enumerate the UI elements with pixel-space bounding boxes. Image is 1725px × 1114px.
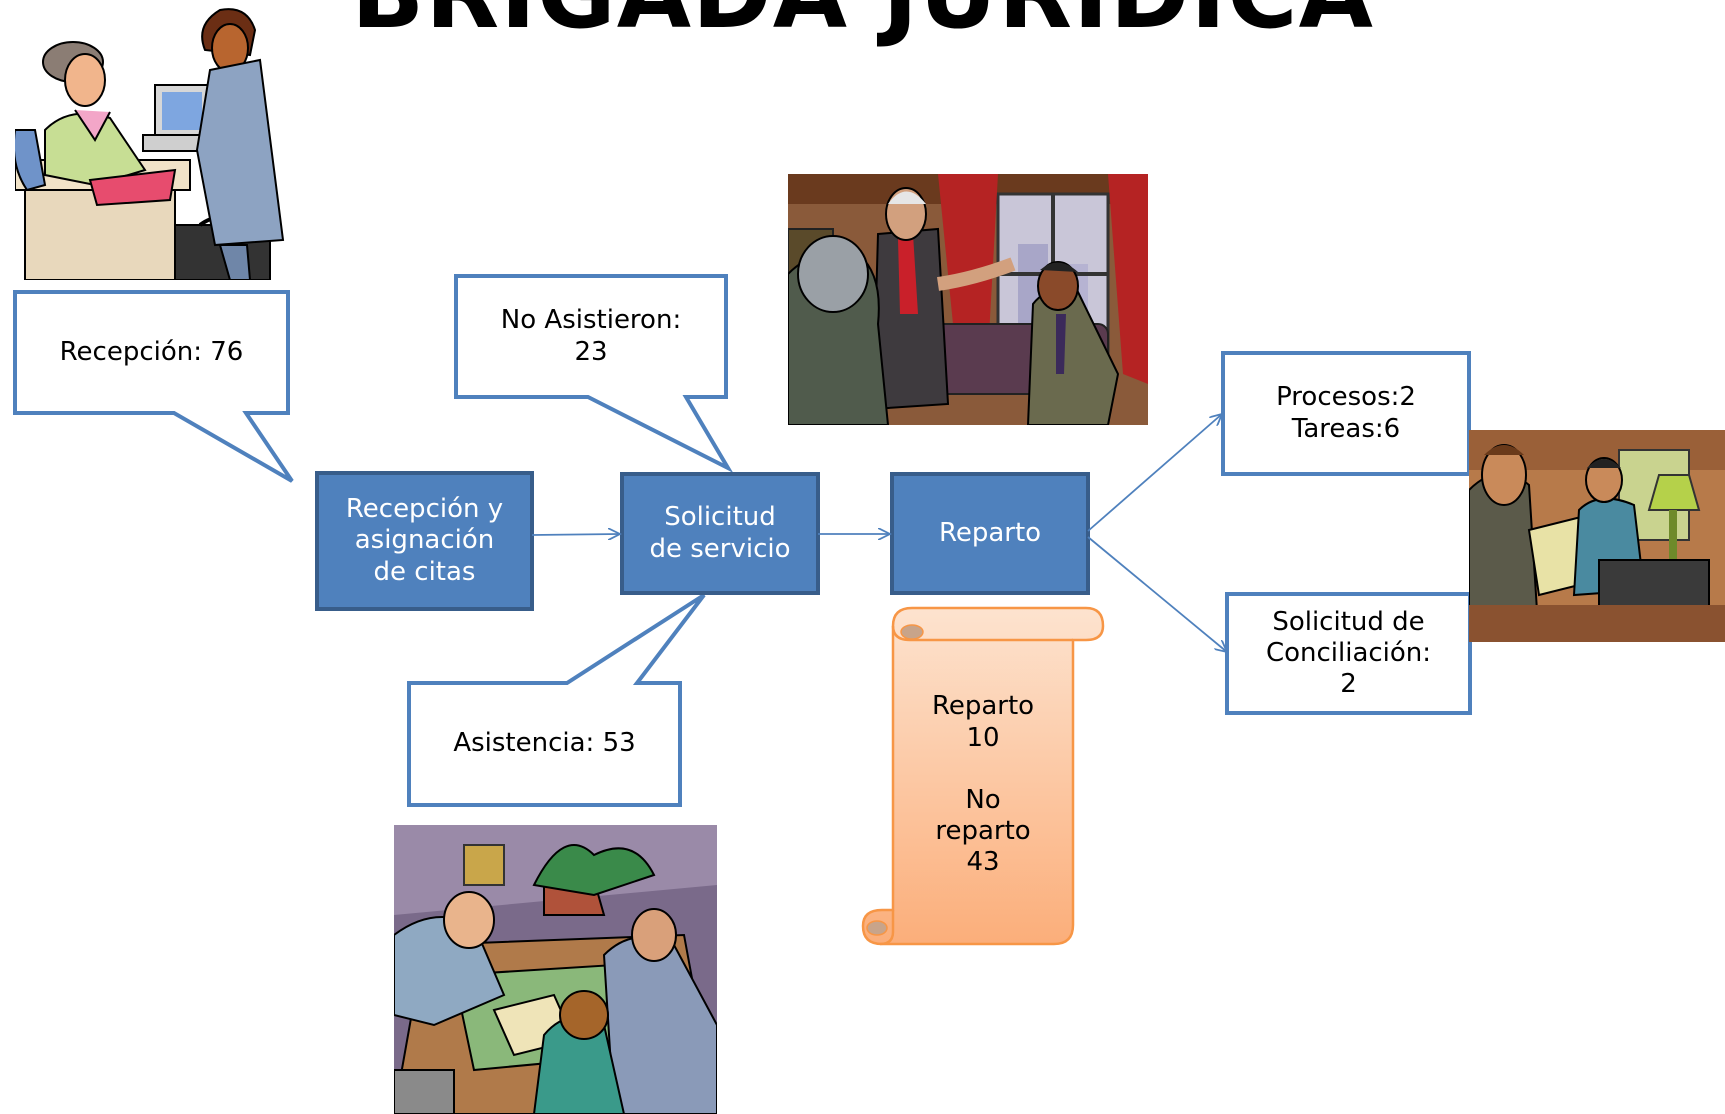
box-conciliacion-label: Solicitud de Conciliación: 2 [1265, 606, 1432, 700]
callout-asistencia-shape [407, 593, 706, 807]
node-recepcion-label: Recepción y asignación de citas [345, 494, 504, 587]
callout-recepcion-label: Recepción: 76 [59, 336, 244, 367]
receptionist-clipart [15, 0, 287, 280]
scroll-label: Reparto 10 No reparto 43 [931, 691, 1035, 878]
desk-meeting-clipart [394, 825, 717, 1114]
box-procesos-label: Procesos:2 Tareas:6 [1276, 382, 1416, 444]
callout-no-asistieron-label: No Asistieron: 23 [500, 305, 682, 367]
handshake-clipart [1469, 430, 1725, 642]
meeting-clipart [788, 174, 1148, 425]
box-conciliacion [1225, 592, 1472, 715]
node-solicitud-label: Solicitud de servicio [649, 502, 791, 564]
callout-no-asistieron-shape [454, 274, 734, 473]
callout-recepcion-shape [13, 290, 294, 483]
node-reparto-label: Reparto [938, 517, 1042, 548]
arrow-reparto-conciliacion [1087, 536, 1227, 652]
node-recepcion [315, 471, 534, 611]
node-reparto [890, 472, 1090, 595]
callout-asistencia-label: Asistencia: 53 [453, 728, 636, 759]
arrow-reparto-procesos [1087, 414, 1222, 532]
page-title: BRIGADA JURIDICA [0, 0, 1725, 42]
arrow-recepcion-solicitud [531, 534, 620, 535]
scroll-shape [861, 606, 1105, 946]
